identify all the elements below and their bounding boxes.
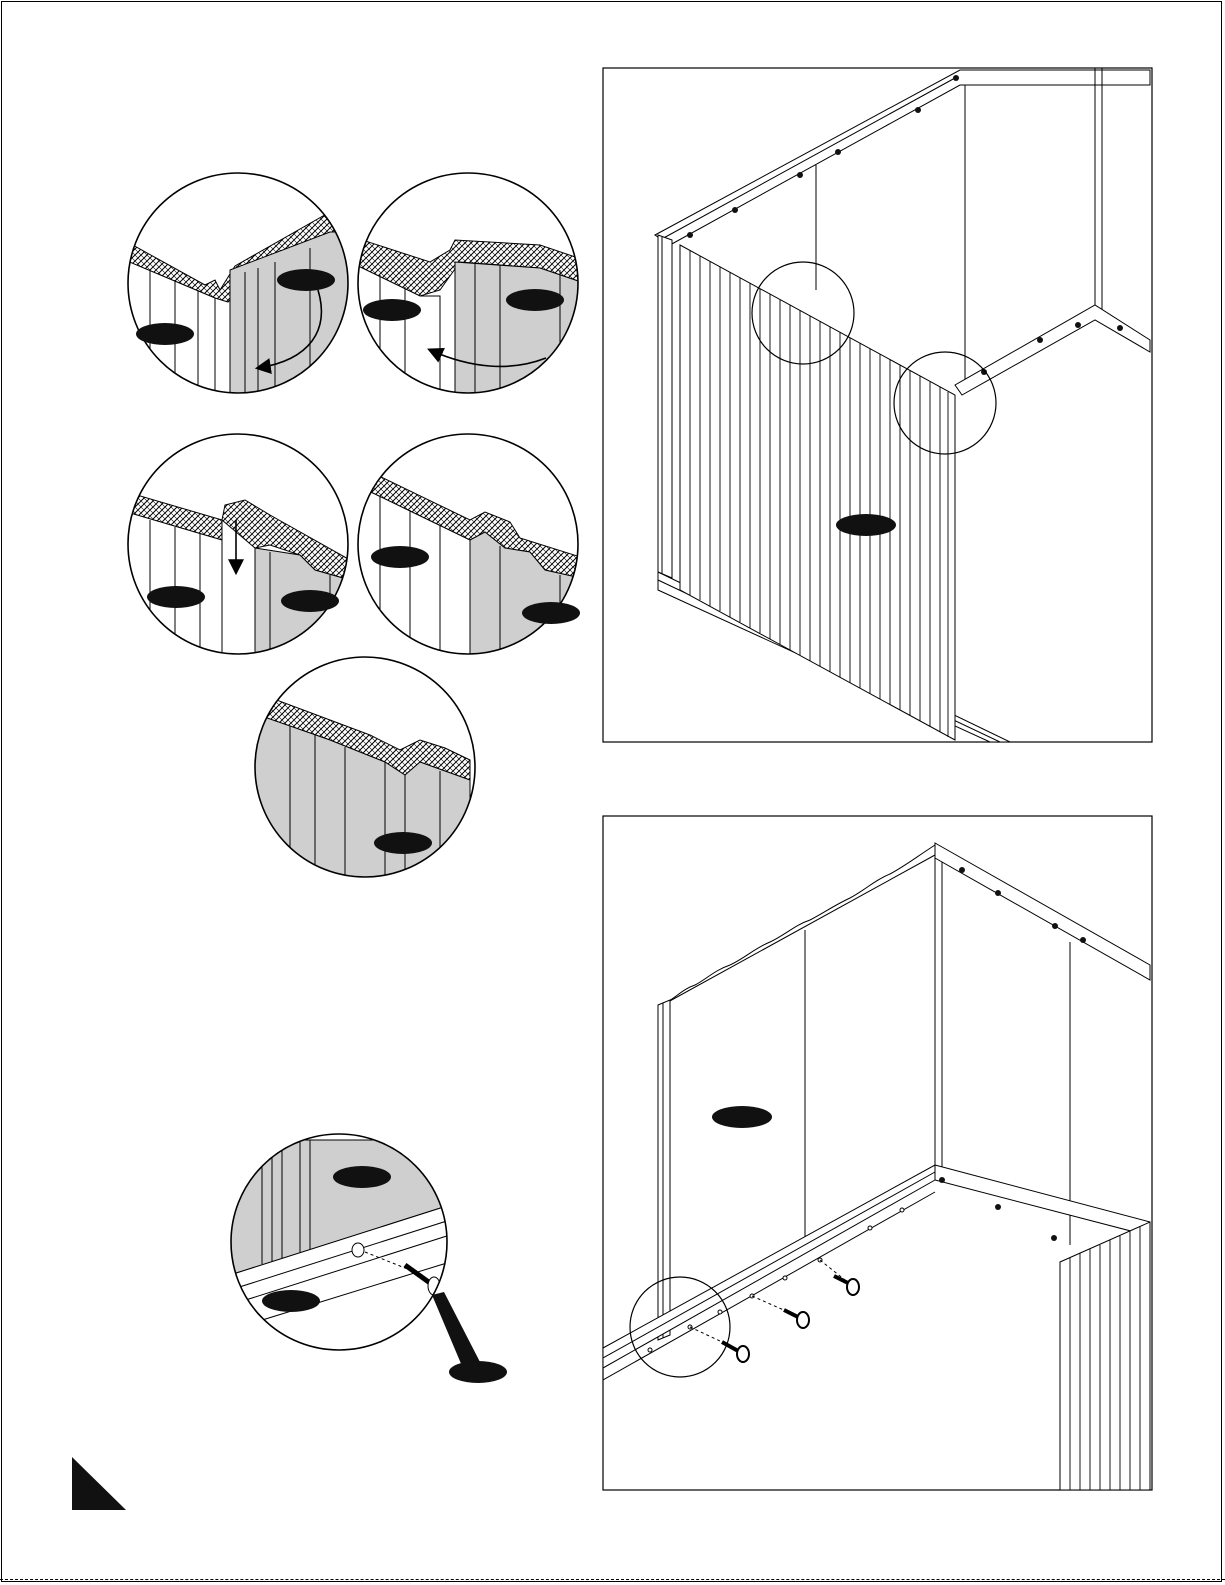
detail-2b bbox=[350, 430, 590, 670]
panel-wall-top bbox=[603, 68, 1152, 742]
callout-badge bbox=[333, 1166, 391, 1188]
callout-badge bbox=[506, 289, 564, 311]
callout-badge bbox=[374, 832, 432, 854]
page-corner-triangle bbox=[72, 1457, 126, 1510]
callout-badge bbox=[147, 586, 205, 608]
callout-badge bbox=[262, 1290, 320, 1312]
callout-badge bbox=[363, 299, 421, 321]
callout-badge bbox=[836, 514, 896, 536]
callout-badge bbox=[136, 323, 194, 345]
callout-badge bbox=[371, 546, 429, 568]
callout-badge bbox=[712, 1106, 772, 1128]
callout-badge bbox=[277, 269, 335, 291]
detail-2a bbox=[120, 430, 360, 670]
callout-badge bbox=[522, 602, 580, 624]
panel-wall-bottom bbox=[603, 816, 1152, 1490]
callout-badge bbox=[281, 590, 339, 612]
detail-1a bbox=[120, 170, 360, 410]
detail-screw bbox=[230, 1130, 507, 1383]
callout-badge bbox=[449, 1361, 507, 1383]
detail-3 bbox=[250, 650, 490, 890]
detail-1b bbox=[350, 170, 590, 410]
